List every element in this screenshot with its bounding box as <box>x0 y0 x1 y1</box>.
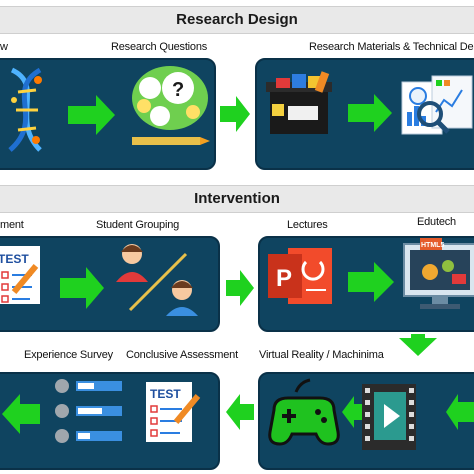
dna-icon <box>8 67 42 152</box>
powerpoint-icon: P <box>268 248 332 304</box>
section-banner-intervention: Intervention <box>0 185 474 213</box>
test-label: TEST <box>0 252 29 266</box>
svg-text:?: ? <box>172 79 184 101</box>
arrow-right-icon <box>348 94 392 132</box>
arrow-left-icon <box>2 394 40 434</box>
student-grouping-icon <box>116 244 198 316</box>
arrow-down-icon <box>399 334 437 356</box>
arrow-right-icon <box>226 270 254 306</box>
label-lectures: Lectures <box>287 219 328 231</box>
test-label: TEST <box>150 387 181 401</box>
arrow-right-icon <box>348 262 394 302</box>
label-review-fragment: w <box>0 41 8 53</box>
label-research-materials: Research Materials & Technical De <box>309 41 474 53</box>
section-banner-research-design: Research Design <box>0 6 474 34</box>
test-paper-icon: TEST <box>146 382 201 442</box>
arrow-left-icon <box>446 394 474 430</box>
html5-label: HTML5 <box>421 242 444 249</box>
arrow-right-icon <box>60 267 104 309</box>
test-paper-icon: TEST <box>0 246 40 304</box>
survey-icon <box>55 379 122 443</box>
arrow-right-icon <box>68 95 115 135</box>
label-edutech: Edutech <box>417 216 456 228</box>
label-conclusive-assessment: Conclusive Assessment <box>126 349 238 361</box>
label-assessment-fragment: ment <box>0 219 24 231</box>
label-vr-machinima: Virtual Reality / Machinima <box>259 349 384 361</box>
questions-icon: ? <box>132 66 210 145</box>
arrow-right-icon <box>220 96 250 132</box>
arrow-left-icon <box>226 394 254 430</box>
materials-box-icon <box>266 71 332 134</box>
analytics-chart-icon <box>401 75 473 135</box>
svg-text:P: P <box>276 265 292 292</box>
label-research-questions: Research Questions <box>111 41 208 53</box>
label-student-grouping: Student Grouping <box>96 219 180 231</box>
label-experience-survey: Experience Survey <box>24 349 113 361</box>
game-controller-icon <box>268 378 340 446</box>
video-film-icon <box>362 384 416 450</box>
edutech-computer-icon: HTML5 <box>403 238 474 309</box>
